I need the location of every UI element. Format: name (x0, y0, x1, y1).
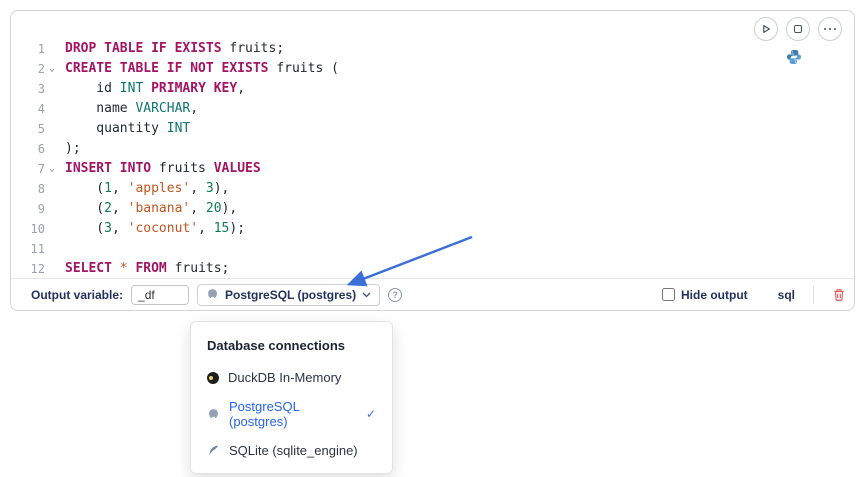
duckdb-icon (207, 371, 219, 384)
menu-item-label: SQLite (sqlite_engine) (229, 443, 358, 458)
line-number: 12 (30, 262, 45, 276)
block-toolbar (754, 17, 842, 41)
sqlite-icon (209, 445, 219, 456)
fold-spacer (45, 39, 59, 59)
line-number: 3 (37, 82, 45, 96)
code-line[interactable]: 12 SELECT * FROM fruits; (11, 259, 854, 279)
trash-icon (834, 288, 844, 301)
line-gutter: 12 (11, 259, 59, 279)
delete-block-button[interactable] (832, 288, 846, 302)
line-number: 4 (37, 102, 45, 116)
fold-spacer (45, 119, 59, 139)
postgresql-icon (208, 289, 217, 299)
line-gutter: 6 (11, 139, 59, 159)
menu-item-label: PostgreSQL (postgres) (229, 399, 300, 429)
line-gutter: 3 (11, 79, 59, 99)
line-number: 5 (37, 122, 45, 136)
line-number: 11 (30, 242, 45, 256)
code-line[interactable]: 4 name VARCHAR, (11, 99, 854, 119)
line-gutter: 10 (11, 219, 59, 239)
run-button[interactable] (754, 17, 778, 41)
fold-spacer (45, 99, 59, 119)
code-text: SELECT * FROM fruits; (65, 261, 230, 276)
line-gutter: 4 (11, 99, 59, 119)
line-gutter: 11 (11, 239, 59, 259)
stop-button[interactable] (786, 17, 810, 41)
code-line[interactable]: 1 DROP TABLE IF EXISTS fruits; (11, 39, 854, 59)
code-text: (3, 'coconut', 15); (65, 221, 246, 236)
code-text: INSERT INTO fruits VALUES (65, 161, 261, 176)
code-line[interactable]: 3 id INT PRIMARY KEY, (11, 79, 854, 99)
more-actions-button[interactable] (818, 17, 842, 41)
code-text: quantity INT (65, 121, 191, 136)
line-number: 9 (37, 202, 45, 216)
chevron-down-icon (362, 292, 371, 297)
footer-divider (813, 285, 814, 304)
hide-output-toggle[interactable]: Hide output (662, 288, 748, 302)
code-line[interactable]: 6); (11, 139, 854, 159)
code-line[interactable]: 2⌄ CREATE TABLE IF NOT EXISTS fruits ( (11, 59, 854, 79)
line-number: 1 (37, 42, 45, 56)
help-icon[interactable]: ? (388, 287, 403, 302)
fold-spacer (45, 219, 59, 239)
fold-spacer (45, 179, 59, 199)
line-gutter: 5 (11, 119, 59, 139)
menu-item-duckdb[interactable]: DuckDB In-Memory (191, 363, 392, 392)
line-gutter: 9 (11, 199, 59, 219)
menu-item-sqlite[interactable]: SQLite (sqlite_engine) (191, 436, 392, 465)
code-line[interactable]: 10 (3, 'coconut', 15); (11, 219, 854, 239)
line-number: 10 (30, 222, 45, 236)
fold-spacer (45, 239, 59, 259)
line-number: 8 (37, 182, 45, 196)
code-text: DROP TABLE IF EXISTS fruits; (65, 41, 285, 56)
fold-spacer (45, 259, 59, 279)
connection-selector-label: PostgreSQL (postgres) (225, 287, 357, 302)
code-line[interactable]: 5 quantity INT (11, 119, 854, 139)
code-text: CREATE TABLE IF NOT EXISTS fruits ( (65, 61, 339, 76)
fold-spacer (45, 79, 59, 99)
play-icon (763, 25, 770, 33)
stop-icon (794, 25, 802, 33)
menu-item-postgresql[interactable]: PostgreSQL (postgres) ✓ (191, 392, 392, 436)
fold-spacer (45, 199, 59, 219)
more-icon (823, 27, 837, 31)
fold-spacer (45, 139, 59, 159)
python-icon (786, 49, 802, 70)
postgresql-icon (209, 408, 218, 418)
code-line[interactable]: 11 (11, 239, 854, 259)
code-line[interactable]: 8 (1, 'apples', 3), (11, 179, 854, 199)
line-gutter: 7⌄ (11, 159, 59, 179)
line-gutter: 2⌄ (11, 59, 59, 79)
line-gutter: 1 (11, 39, 59, 59)
line-number: 6 (37, 142, 45, 156)
code-text: name VARCHAR, (65, 101, 199, 116)
output-variable-label: Output variable: (31, 287, 124, 302)
code-line[interactable]: 7⌄ INSERT INTO fruits VALUES (11, 159, 854, 179)
language-badge[interactable]: sql (777, 287, 795, 302)
code-text: ); (65, 141, 81, 156)
code-text (59, 239, 73, 259)
hide-output-label: Hide output (681, 287, 748, 302)
code-line[interactable]: 9 (2, 'banana', 20), (11, 199, 854, 219)
code-text: (2, 'banana', 20), (65, 201, 238, 216)
check-icon: ✓ (365, 407, 376, 421)
hide-output-checkbox[interactable] (662, 288, 675, 301)
menu-item-label: DuckDB In-Memory (228, 370, 342, 385)
code-text: (1, 'apples', 3), (65, 181, 230, 196)
fold-chevron-icon[interactable]: ⌄ (48, 63, 56, 74)
block-footer: Output variable: PostgreSQL (postgres) ?… (11, 278, 854, 310)
fold-chevron-icon[interactable]: ⌄ (48, 163, 56, 174)
output-variable-input[interactable] (131, 284, 190, 305)
connection-selector-button[interactable]: PostgreSQL (postgres) (197, 283, 381, 306)
code-text: id INT PRIMARY KEY, (65, 81, 246, 96)
line-gutter: 8 (11, 179, 59, 199)
line-number: 7 (37, 162, 45, 176)
line-number: 2 (37, 62, 45, 76)
menu-title: Database connections (207, 338, 345, 353)
